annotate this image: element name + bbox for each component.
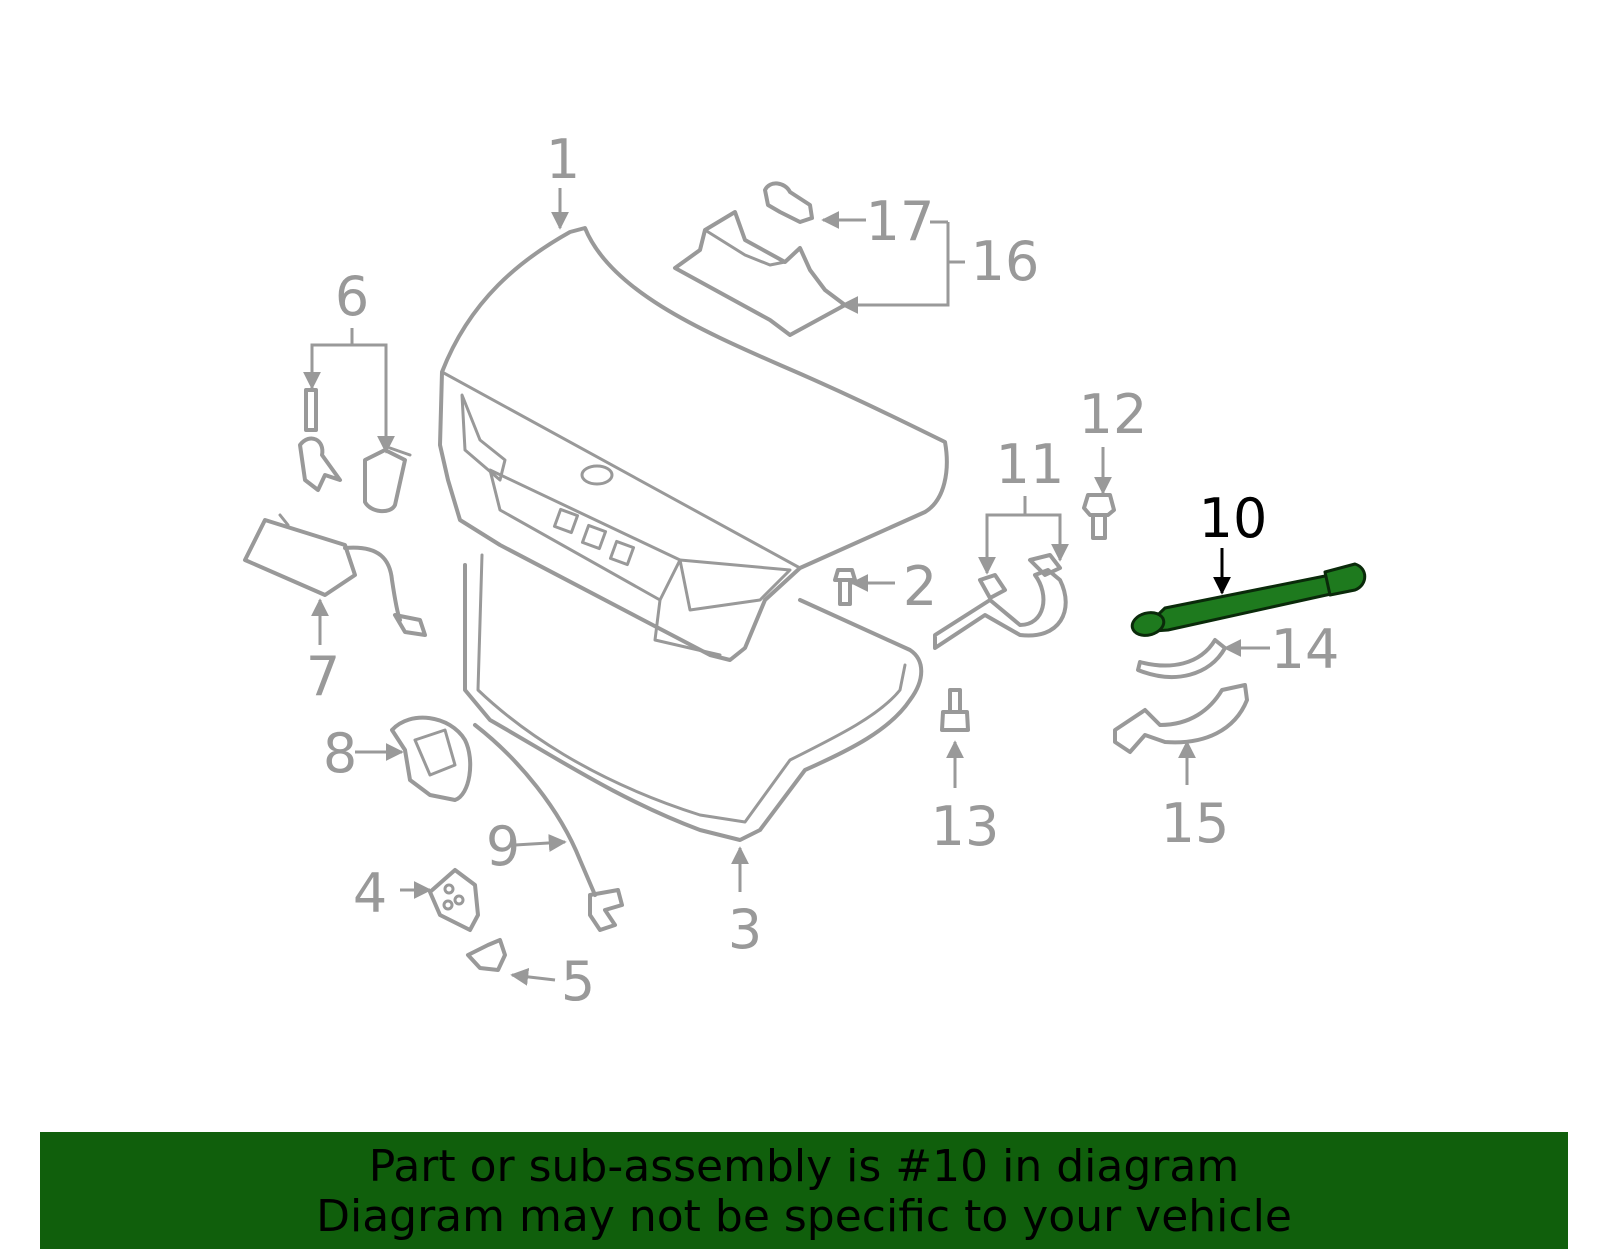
callout-labels: 1 2 3 4 5 6 7 8 9 10 11 12 13 14 15 16 1… [306, 128, 1340, 1013]
callout-10[interactable]: 10 [1199, 487, 1268, 550]
latch-part-8 [390, 715, 473, 802]
callout-12: 12 [1079, 383, 1148, 446]
callout-8: 8 [323, 722, 357, 785]
bracket-part-4 [428, 868, 480, 932]
callout-17: 17 [866, 190, 935, 253]
callout-13: 13 [931, 795, 1000, 858]
callout-16: 16 [971, 230, 1040, 293]
bracket-part-15 [1113, 683, 1249, 754]
bolt-part-2 [833, 568, 857, 606]
lamp-assembly-part-16 [673, 210, 847, 337]
callout-11: 11 [996, 433, 1065, 496]
bulb-part-17 [763, 181, 814, 224]
trunk-lid-part-1 [438, 226, 949, 662]
bolt-part-12 [1082, 493, 1116, 540]
callout-3: 3 [728, 898, 762, 961]
trim-part-14 [1136, 638, 1227, 679]
banner-line-2: Diagram may not be specific to your vehi… [316, 1191, 1292, 1242]
striker-part-5 [466, 938, 507, 972]
callout-1: 1 [546, 128, 580, 191]
callout-14: 14 [1271, 618, 1340, 681]
gas-strut-part-10[interactable] [1130, 562, 1367, 639]
lock-cylinder-part-6 [298, 388, 412, 514]
callout-5: 5 [561, 950, 595, 1013]
weatherstrip-part-3 [463, 553, 924, 842]
cable-part-9 [473, 723, 624, 932]
callout-7: 7 [306, 645, 340, 708]
callout-15: 15 [1161, 792, 1230, 855]
callout-4: 4 [353, 862, 387, 925]
bolt-part-13 [940, 688, 970, 732]
banner-line-1: Part or sub-assembly is #10 in diagram [368, 1141, 1240, 1192]
leader-lines [303, 188, 1270, 986]
info-banner: Part or sub-assembly is #10 in diagram D… [40, 1132, 1568, 1249]
callout-9: 9 [486, 815, 520, 878]
hinge-part-11 [933, 553, 1068, 650]
callout-2: 2 [903, 555, 937, 618]
callout-6: 6 [335, 265, 369, 328]
actuator-part-7 [243, 513, 427, 637]
